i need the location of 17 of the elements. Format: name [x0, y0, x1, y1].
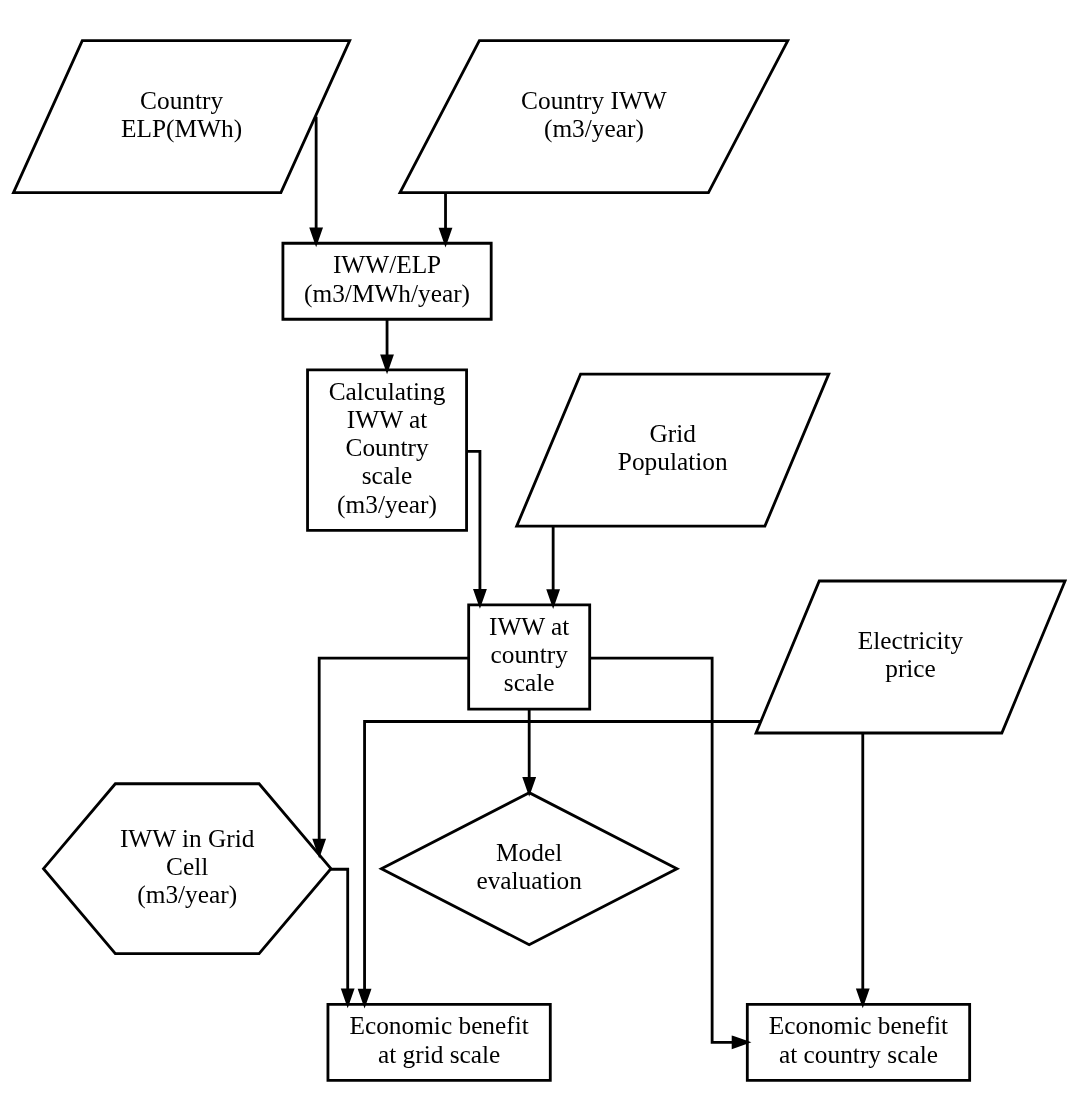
node-box: Economic benefit at country scale — [745, 1002, 972, 1082]
node-diamond: Model evaluation — [378, 790, 681, 946]
arrow — [309, 116, 324, 247]
arrow — [855, 732, 870, 1008]
arrow — [522, 708, 537, 797]
node-box: IWW/ELP (m3/MWh/year) — [281, 241, 493, 321]
arrow — [466, 449, 487, 609]
arrow — [312, 656, 469, 858]
arrow — [357, 719, 761, 1009]
node-box: IWW at country scale — [467, 603, 592, 710]
arrow — [380, 319, 394, 374]
arrow — [438, 192, 453, 247]
node-box: Economic benefit at grid scale — [326, 1002, 552, 1082]
arrow — [590, 656, 752, 1049]
node-box: Calculating IWW at Country scale (m3/year) — [306, 368, 468, 532]
arrow — [330, 867, 355, 1008]
arrow — [546, 526, 561, 609]
